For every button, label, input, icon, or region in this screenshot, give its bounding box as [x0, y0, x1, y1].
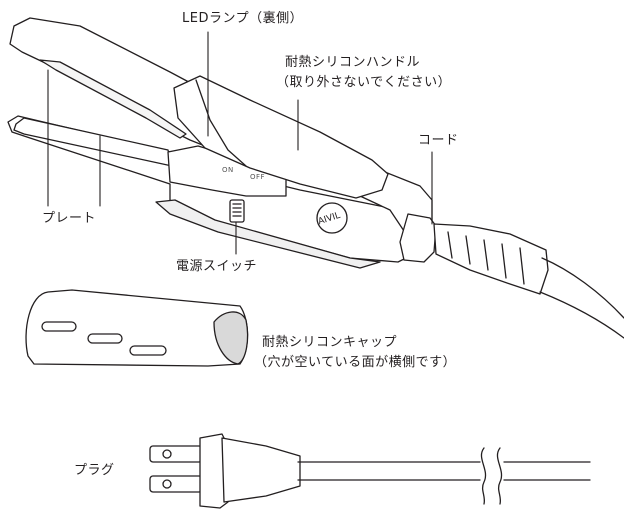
brand-badge: [316, 202, 348, 234]
switch-on-text: ON: [222, 166, 234, 174]
label-power-switch: 電源スイッチ: [176, 259, 258, 274]
lower-arm-base: [155, 199, 381, 269]
strain-relief: [433, 223, 549, 295]
silicone-cap: [25, 289, 249, 367]
label-plug: プラグ: [74, 463, 115, 478]
cord: [539, 257, 624, 339]
plug-prong: [149, 445, 203, 463]
cap-opening: [213, 311, 249, 365]
cord-break: [480, 447, 503, 505]
cap-body: [25, 289, 249, 367]
label-cap-line2: （穴が空いている面が横側です）: [254, 355, 457, 370]
cap-hole: [41, 321, 77, 332]
leader-lines: [47, 31, 433, 255]
hair-iron: [7, 17, 624, 339]
label-cap-line1: 耐熱シリコンキャップ: [262, 335, 398, 350]
label-plate: プレート: [42, 211, 97, 226]
label-cord: コード: [418, 133, 459, 148]
strain-relief-ribs: [447, 231, 525, 285]
power-switch: [229, 199, 245, 223]
plug-cord: [297, 461, 481, 481]
label-handle-line2: （取り外さないでください）: [276, 75, 452, 90]
label-handle-line1: 耐熱シリコンハンドル: [285, 55, 421, 70]
cap-hole: [129, 345, 167, 356]
cap-hole: [87, 333, 123, 344]
switch-off-text: OFF: [250, 173, 266, 181]
plug-prong-hole: [162, 449, 172, 459]
cord-collar: [399, 213, 437, 263]
plug-prong: [149, 475, 203, 493]
silicone-handle: [173, 75, 389, 199]
power-plug: [149, 433, 591, 509]
plug-cord-end: [503, 461, 591, 481]
handle-ridge: [195, 79, 247, 167]
upper-plate: [39, 59, 187, 139]
label-led-lamp: LEDランプ（裏側）: [182, 11, 304, 26]
plug-body: [221, 437, 301, 503]
plug-prong-hole: [162, 479, 172, 489]
